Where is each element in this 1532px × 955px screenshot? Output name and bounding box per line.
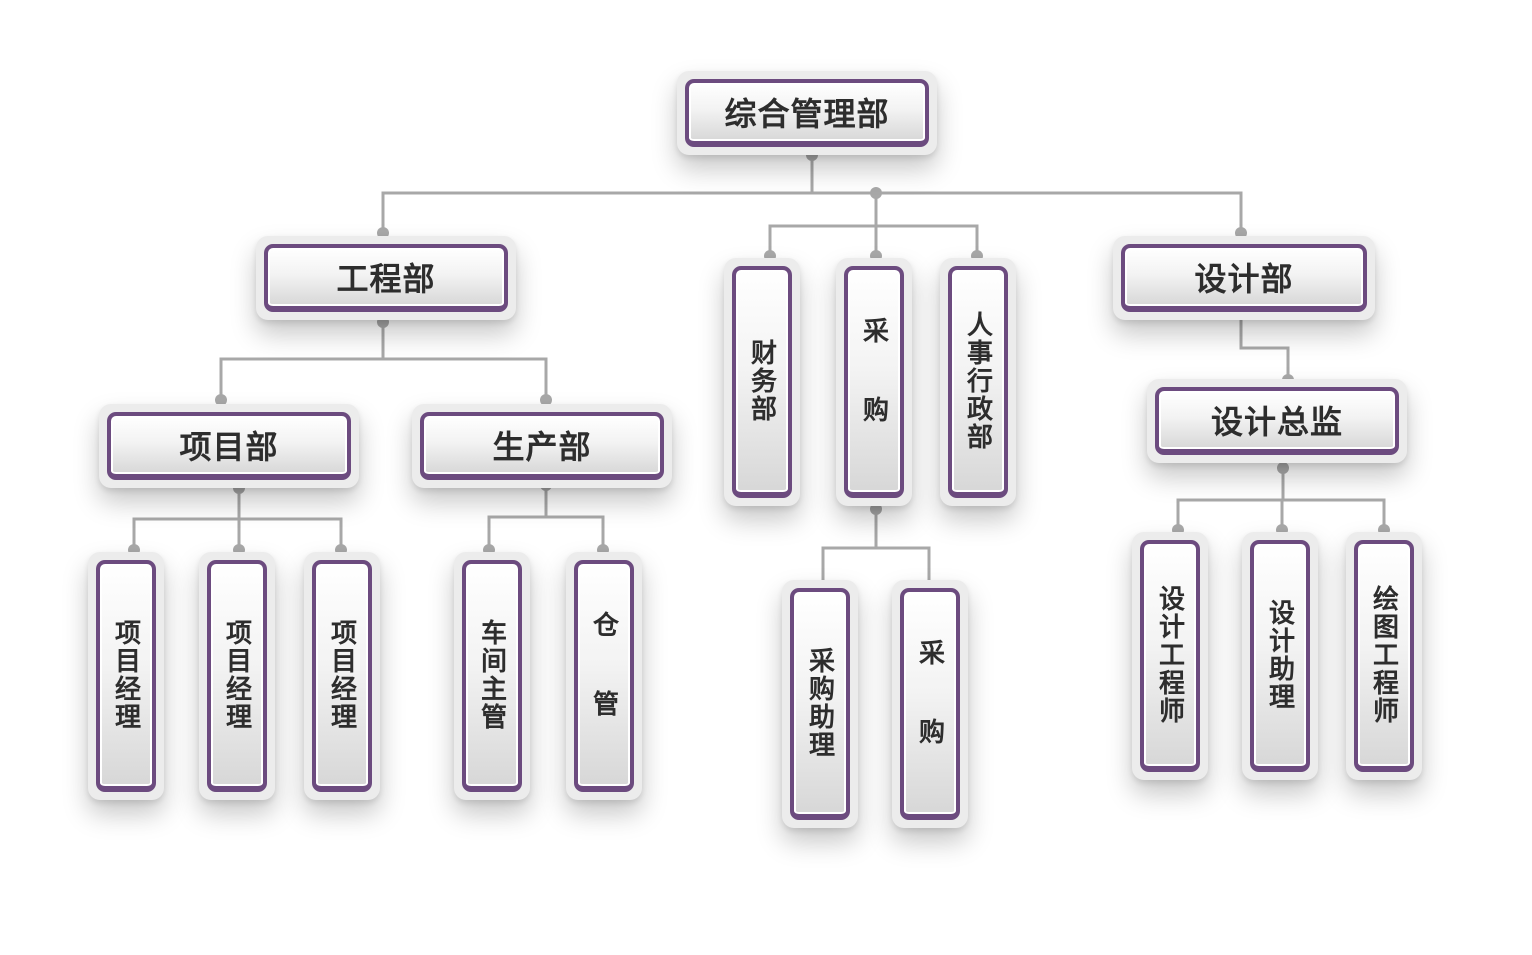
node-label: 生产部 (492, 428, 592, 466)
node-frame: 综合管理部 (685, 79, 929, 147)
node-purchasing-assistant: 采购助理 (782, 580, 858, 828)
connector-dot (870, 503, 882, 515)
node-label: 综合管理部 (724, 95, 890, 133)
node-frame: 绘图工程师 (1354, 540, 1414, 772)
node-frame: 财务部 (732, 266, 792, 498)
node-finance: 财务部 (724, 258, 800, 506)
node-frame: 设计助理 (1250, 540, 1310, 772)
node-warehouse-keeper: 仓 管 (566, 552, 642, 800)
connector-dot (215, 394, 227, 406)
node-design-engineer: 设计工程师 (1132, 532, 1208, 780)
node-label: 设计部 (1194, 260, 1294, 298)
node-label: 仓 管 (588, 611, 619, 739)
node-label: 人事行政部 (962, 311, 993, 451)
node-label: 设计助理 (1264, 599, 1295, 711)
node-label: 采购助理 (804, 647, 835, 759)
connector-dot (540, 394, 552, 406)
node-label: 设计工程师 (1154, 585, 1185, 725)
node-frame: 工程部 (264, 244, 508, 312)
node-project-manager: 项目经理 (199, 552, 275, 800)
node-label: 绘图工程师 (1368, 585, 1399, 725)
node-project-manager: 项目经理 (304, 552, 380, 800)
node-design: 设计部 (1113, 236, 1375, 320)
node-frame: 生产部 (420, 412, 664, 480)
node-frame: 人事行政部 (948, 266, 1008, 498)
node-frame: 采 购 (900, 588, 960, 820)
node-project-manager: 项目经理 (88, 552, 164, 800)
node-project-dept: 项目部 (99, 404, 359, 488)
node-label: 车间主管 (476, 619, 507, 731)
node-frame: 项目经理 (312, 560, 372, 792)
node-label: 项目经理 (326, 619, 357, 731)
node-label: 项目经理 (221, 619, 252, 731)
node-frame: 仓 管 (574, 560, 634, 792)
node-hr-admin: 人事行政部 (940, 258, 1016, 506)
node-label: 采 购 (858, 317, 889, 445)
connector-dot (1277, 462, 1289, 474)
node-engineering: 工程部 (256, 236, 516, 320)
node-frame: 项目部 (107, 412, 351, 480)
node-label: 工程部 (336, 260, 436, 298)
node-label: 项目部 (179, 428, 279, 466)
node-frame: 项目经理 (96, 560, 156, 792)
node-label: 采 购 (914, 639, 945, 767)
node-frame: 采购助理 (790, 588, 850, 820)
node-label: 设计总监 (1210, 403, 1343, 441)
node-drafting-engineer: 绘图工程师 (1346, 532, 1422, 780)
node-frame: 车间主管 (462, 560, 522, 792)
node-production-dept: 生产部 (412, 404, 672, 488)
node-workshop-supervisor: 车间主管 (454, 552, 530, 800)
node-design-director: 设计总监 (1147, 379, 1407, 463)
node-label: 项目经理 (110, 619, 141, 731)
node-root: 综合管理部 (677, 71, 937, 155)
node-label: 财务部 (746, 339, 777, 423)
node-frame: 设计工程师 (1140, 540, 1200, 772)
node-frame: 项目经理 (207, 560, 267, 792)
node-frame: 采 购 (844, 266, 904, 498)
node-purchaser: 采 购 (892, 580, 968, 828)
connector-dot (870, 187, 882, 199)
node-design-assistant: 设计助理 (1242, 532, 1318, 780)
node-frame: 设计总监 (1155, 387, 1399, 455)
node-purchasing: 采 购 (836, 258, 912, 506)
node-frame: 设计部 (1121, 244, 1367, 312)
